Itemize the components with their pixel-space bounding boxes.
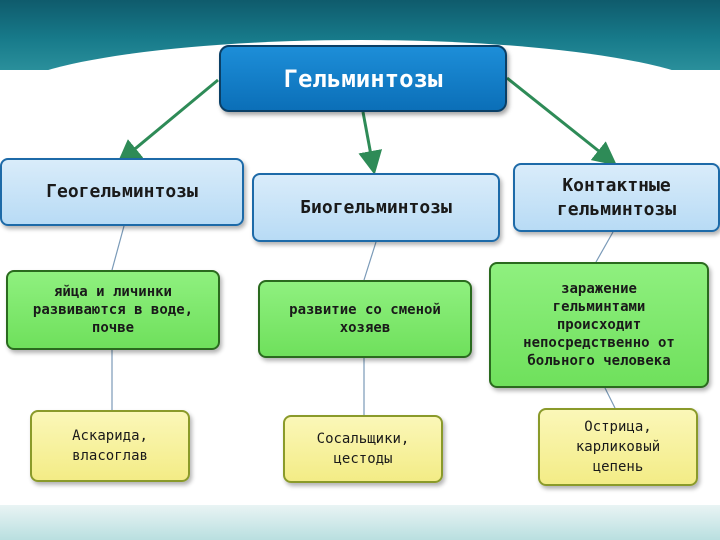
category-contact-helminthoses: Контактные гельминтозы xyxy=(513,163,720,232)
description-contact-helminthoses: заражение гельминтами происходит непосре… xyxy=(489,262,709,388)
footer-band xyxy=(0,505,720,540)
examples-biohelminthoses: Сосальщики, цестоды xyxy=(283,415,443,483)
examples-geohelminthoses: Аскарида, власоглав xyxy=(30,410,190,482)
examples-contact-helminthoses: Острица, карликовый цепень xyxy=(538,408,698,486)
arrow-to-geohelminthoses xyxy=(117,78,219,164)
category-geohelminthoses: Геогельминтозы xyxy=(0,158,244,226)
connector-geo-1 xyxy=(111,225,125,271)
arrow-to-biohelminthoses xyxy=(358,111,383,175)
description-geohelminthoses: яйца и личинки развиваются в воде, почве xyxy=(6,270,220,350)
category-biohelminthoses: Биогельминтозы xyxy=(252,173,500,242)
connector-contact-1 xyxy=(595,231,614,263)
description-biohelminthoses: развитие со сменой хозяев xyxy=(258,280,472,358)
connector-bio-1 xyxy=(363,241,377,281)
arrow-to-contact-helminthoses xyxy=(506,76,618,166)
connector-contact-2 xyxy=(604,387,616,409)
root-node: Гельминтозы xyxy=(219,45,507,112)
